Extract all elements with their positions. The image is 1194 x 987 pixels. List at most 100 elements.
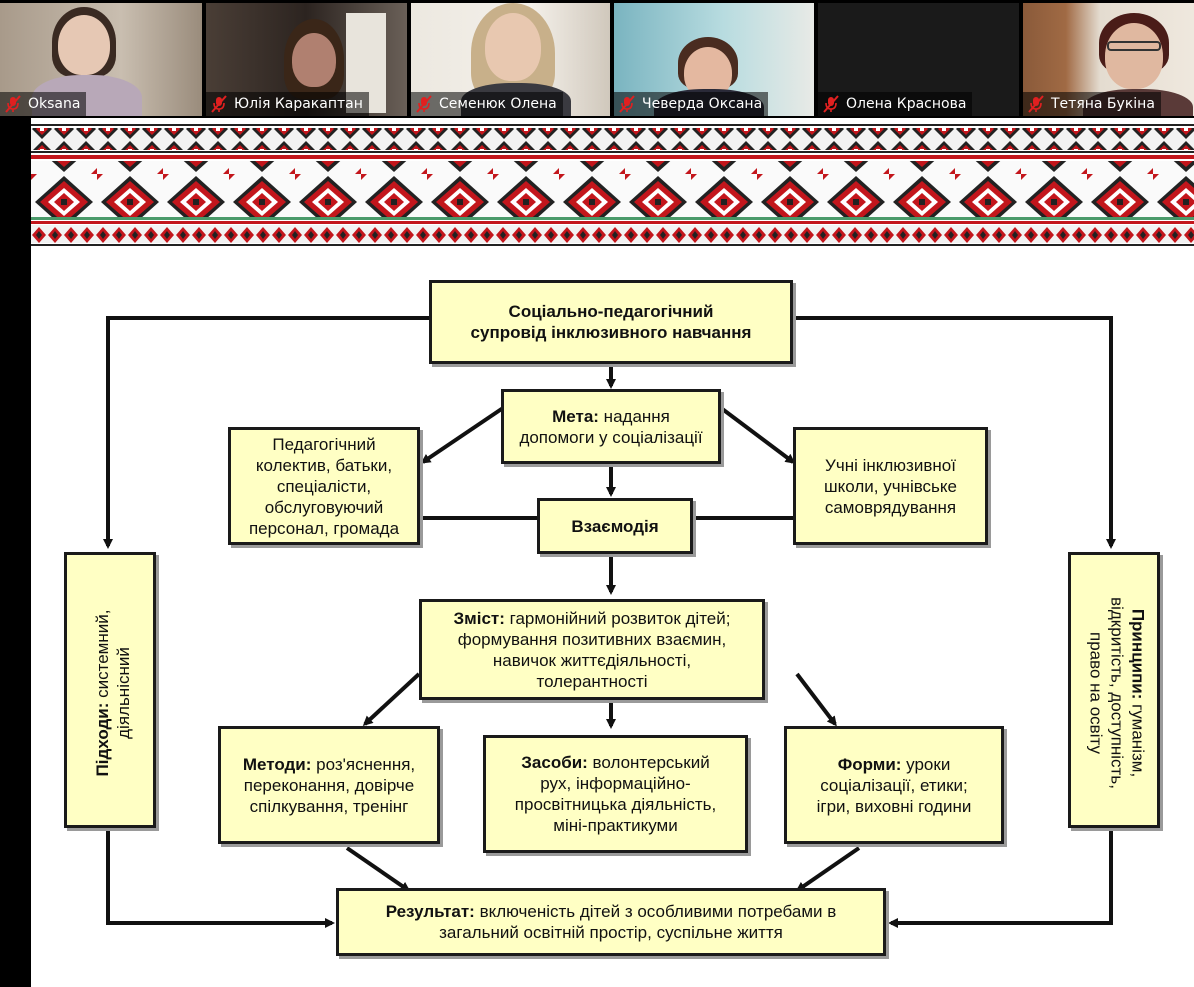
goal-label: Мета: [552,406,599,426]
muted-mic-icon [1028,95,1044,113]
content-box-line: толерантності [536,671,648,691]
methods-text: роз'яснення, [311,754,416,774]
top-box: Соціально-педагогічний супровід інклюзив… [429,280,793,364]
forms-box-line: соціалізації, етики; [820,775,968,795]
principles-label: Принципи: [1128,608,1148,700]
forms-label: Форми: [837,754,902,774]
participant-tile[interactable]: Олена Краснова [818,3,1019,116]
connector-line [795,672,837,727]
participant-nametag: Семенюк Олена [411,92,563,116]
result-box-line: Результат: включеність дітей з особливим… [386,901,837,922]
approaches-label: Підходи: [93,702,112,777]
methods-box-line: переконання, довірче [243,775,415,795]
means-box-line: рух, інформаційно- [540,774,691,793]
principles-text1: гуманізм, [1128,699,1148,778]
means-box-line: Засоби: волонтерський [521,752,709,773]
muted-mic-icon [211,95,227,113]
content-box-line: Зміст: гармонійний розвиток дітей; [454,608,731,629]
participants-box-line: Педагогічний [272,434,376,454]
students-box-line: самоврядування [824,497,957,517]
methods-box: Методи: роз'яснення, переконання, довірч… [218,726,440,844]
participant-nametag: Олена Краснова [818,92,973,116]
methods-box-line: спілкування, тренінг [249,796,409,816]
top-box-line: Соціально-педагогічний [508,302,714,321]
methods-label: Методи: [242,754,312,774]
connector-line [362,672,421,727]
principles-line: відкритість, доступність, [1107,597,1127,789]
result-label: Результат: [385,902,475,921]
connector-line [795,846,861,892]
approaches-box: Підходи: системний, діяльнісний [64,552,156,828]
muted-mic-icon [416,95,432,113]
students-box-line: Учні інклюзивної [825,455,956,475]
connector-line [106,828,335,928]
participant-name: Чеверда Оксана [642,96,763,112]
participant-name: Тетяна Букіна [1051,96,1155,112]
participant-nametag: Oksana [0,92,87,116]
principles-line: Принципи: гуманізм, [1128,597,1149,789]
participants-box-line: спеціалісти, [276,476,372,496]
content-box: Зміст: гармонійний розвиток дітей; форму… [419,599,765,700]
goal-text: надання [598,406,670,426]
participant-name: Oksana [28,96,81,112]
students-box: Учні інклюзивної школи, учнівське самовр… [793,427,988,545]
means-label: Засоби: [521,753,588,772]
participant-tile[interactable]: Oksana [0,3,202,116]
participant-tile[interactable]: Чеверда Оксана [614,3,814,116]
content-box-line: формування позитивних взаємин, [457,629,727,649]
means-box: Засоби: волонтерський рух, інформаційно-… [483,735,748,853]
diagram-connectors [103,316,1116,928]
approaches-text1: системний, [93,609,112,703]
approaches-line: Підходи: системний, [92,610,113,777]
forms-box-line: Форми: уроки [838,754,951,775]
connector-line [888,828,1113,928]
participants-box-line: колектив, батьки, [255,455,393,475]
connector-line [420,406,505,464]
principles-box: Принципи: гуманізм, відкритість, доступн… [1068,552,1160,828]
participant-name: Олена Краснова [846,96,967,112]
connector-line [719,406,796,464]
embroidery-ornament-border [31,118,1194,255]
participant-nametag: Тетяна Букіна [1023,92,1161,116]
connector-line [103,316,429,549]
means-box-line: міні-практикуми [553,816,678,835]
participant-name: Юлія Каракаптан [234,96,363,112]
participants-box-line: персонал, громада [248,518,400,538]
means-box-line: просвітницька діяльність, [514,795,717,814]
participant-tile[interactable]: Юлія Каракаптан [206,3,407,116]
content-box-line: навичок життєдіяльності, [492,650,692,670]
participant-tile[interactable]: Семенюк Олена [411,3,610,116]
participant-tile[interactable]: Тетяна Букіна [1023,3,1194,116]
goal-box: Мета: надання допомоги у соціалізації [501,389,721,464]
forms-box: Форми: уроки соціалізації, етики; ігри, … [784,726,1004,844]
participant-nametag: Юлія Каракаптан [206,92,369,116]
content-label: Зміст: [453,608,505,628]
participant-nametag: Чеверда Оксана [614,92,769,116]
shared-slide: Соціально-педагогічний супровід інклюзив… [31,118,1194,987]
participants-box: Педагогічний колектив, батьки, спеціаліс… [228,427,420,545]
forms-box-line: ігри, виховні години [816,796,972,816]
result-box: Результат: включеність дітей з особливим… [336,888,886,956]
muted-mic-icon [5,95,21,113]
participant-name: Семенюк Олена [439,96,557,112]
muted-mic-icon [823,95,839,113]
top-box-line: супровід інклюзивного навчання [470,323,752,342]
approaches-line: діяльнісний [114,647,133,739]
goal-box-line: допомоги у соціалізації [519,427,703,447]
interaction-box: Взаємодія [537,498,693,554]
connector-line [345,846,411,892]
principles-text: Принципи: гуманізм, відкритість, доступн… [1086,597,1149,789]
participants-box-line: обслуговуючий [264,497,384,517]
goal-box-line: Мета: надання [552,406,670,427]
methods-box-line: Методи: роз'яснення, [243,754,415,775]
approaches-text: Підходи: системний, діяльнісний [92,610,134,777]
result-box-line: загальний освітній простір, суспільне жи… [439,923,783,942]
result-text: включеність дітей з особливими потребами… [474,902,837,921]
interaction-label: Взаємодія [571,516,659,536]
students-box-line: школи, учнівське [823,476,957,496]
means-text: волонтерський [587,753,710,772]
muted-mic-icon [619,95,635,113]
connector-line [793,316,1116,549]
content-text: гармонійний розвиток дітей; [504,608,731,628]
principles-line: право на освіту [1086,632,1106,754]
